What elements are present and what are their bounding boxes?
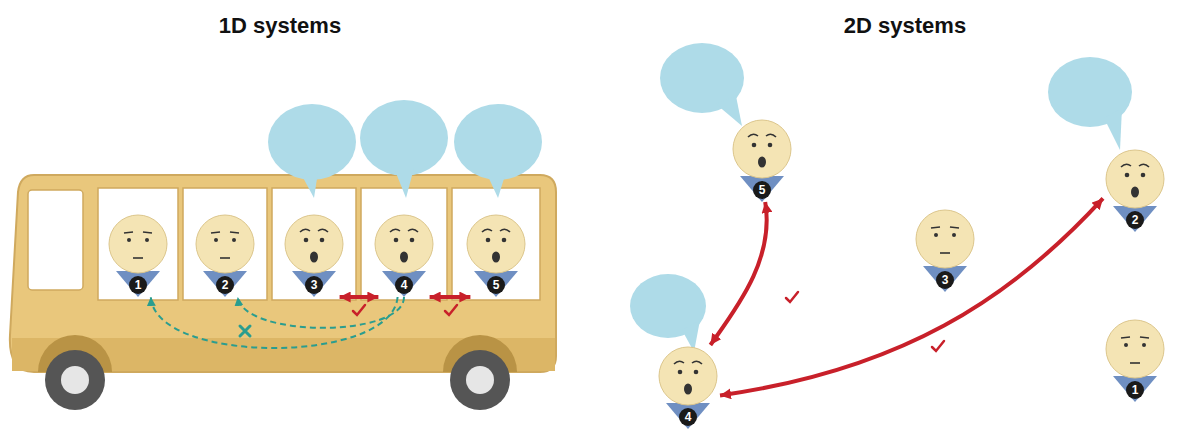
person-node: 2 — [193, 213, 257, 297]
speech-bubble — [630, 43, 1132, 352]
callout-number: 2 — [1103, 213, 1167, 227]
face-part — [492, 252, 500, 263]
panel-heading: 2D systems — [755, 12, 1055, 40]
face-part — [1140, 337, 1149, 338]
face-part — [124, 232, 133, 233]
callout-number: 1 — [106, 278, 170, 292]
callout-number: 2 — [193, 278, 257, 292]
face-part — [214, 238, 218, 242]
face-part — [390, 229, 400, 232]
person-node: 1 — [106, 213, 170, 297]
check-mark — [353, 292, 944, 351]
callout-number: 5 — [464, 278, 528, 292]
face-part — [211, 232, 220, 233]
dashed-arrow — [238, 297, 404, 328]
double-arrow — [340, 295, 379, 299]
face-part — [1141, 173, 1146, 178]
face-part — [659, 347, 717, 405]
person-node: 3 — [282, 213, 346, 297]
person-node: 4 — [656, 345, 720, 429]
double-arrow — [430, 295, 471, 299]
callout-number: 1 — [1103, 383, 1167, 397]
cross-mark — [240, 326, 250, 336]
person-node: 4 — [372, 213, 436, 297]
face-part — [410, 238, 415, 243]
face-part — [1142, 343, 1146, 347]
face-part — [304, 238, 309, 243]
face-part — [952, 233, 956, 237]
face-part — [196, 215, 254, 273]
face-part — [674, 361, 684, 364]
callout-number: 5 — [730, 183, 794, 197]
face-part — [694, 370, 699, 375]
face-part — [145, 238, 149, 242]
face-part — [375, 215, 433, 273]
face-part — [482, 229, 492, 232]
person-node: 2 — [1103, 148, 1167, 232]
double-arrow — [710, 202, 766, 345]
face-part — [400, 252, 408, 263]
callout-number: 3 — [913, 273, 977, 287]
face-part — [1131, 187, 1139, 198]
face-part — [318, 229, 328, 232]
face-part — [127, 238, 131, 242]
face-part — [752, 143, 757, 148]
callout-number: 3 — [282, 278, 346, 292]
person-node: 5 — [464, 213, 528, 297]
double-arrow — [720, 198, 1103, 395]
face-part — [1121, 337, 1130, 338]
person-node: 5 — [730, 118, 794, 202]
face-part — [467, 215, 525, 273]
speech-bubble — [268, 100, 542, 198]
face-part — [934, 233, 938, 237]
callout-number: 4 — [656, 410, 720, 424]
face-part — [230, 232, 239, 233]
face-part — [408, 229, 418, 232]
face-part — [678, 370, 683, 375]
person-node: 3 — [913, 208, 977, 292]
face-part — [758, 157, 766, 168]
face-part — [320, 238, 325, 243]
face-part — [916, 210, 974, 268]
face-part — [1106, 150, 1164, 208]
face-part — [285, 215, 343, 273]
face-part — [220, 257, 230, 259]
face-part — [766, 134, 776, 137]
face-part — [143, 232, 152, 233]
face-part — [394, 238, 399, 243]
face-part — [733, 120, 791, 178]
face-part — [1125, 173, 1130, 178]
face-part — [300, 229, 310, 232]
face-part — [748, 134, 758, 137]
face-part — [310, 252, 318, 263]
callout-number: 4 — [372, 278, 436, 292]
face-part — [109, 215, 167, 273]
face-part — [931, 227, 940, 228]
face-part — [1124, 343, 1128, 347]
face-part — [133, 257, 143, 259]
face-part — [486, 238, 491, 243]
face-part — [502, 238, 507, 243]
panel-heading: 1D systems — [130, 12, 430, 40]
face-part — [1139, 164, 1149, 167]
face-part — [768, 143, 773, 148]
face-part — [692, 361, 702, 364]
face-part — [1121, 164, 1131, 167]
face-part — [1130, 362, 1140, 364]
face-part — [1106, 320, 1164, 378]
face-part — [940, 252, 950, 254]
face-part — [684, 384, 692, 395]
person-node: 1 — [1103, 318, 1167, 402]
face-part — [500, 229, 510, 232]
face-part — [950, 227, 959, 228]
bus-illustration — [10, 175, 556, 410]
face-part — [232, 238, 236, 242]
